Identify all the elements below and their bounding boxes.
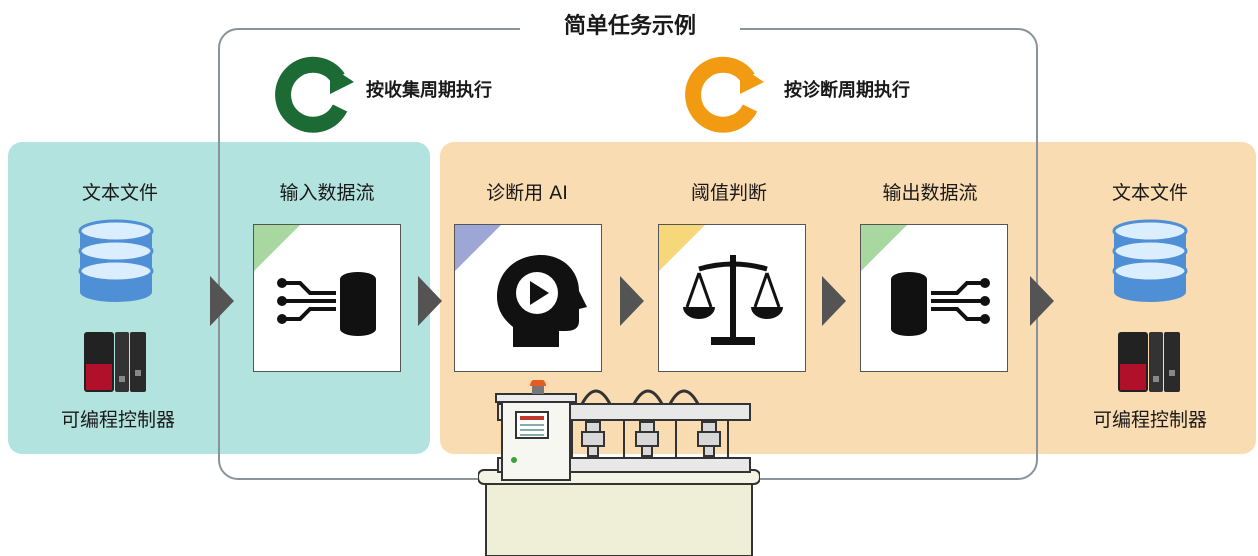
flow-arrow-5 <box>1030 276 1054 326</box>
input-database-icon <box>78 219 154 302</box>
diagnosis-ai-card <box>454 224 602 372</box>
output-text-file-label: 文本文件 <box>1111 182 1188 204</box>
flow-arrow-2 <box>418 276 442 326</box>
ai-head-icon <box>455 225 587 347</box>
step-label-diagnosis-ai: 诊断用 AI <box>486 182 568 204</box>
output-plc-label: 可编程控制器 <box>1092 409 1207 431</box>
threshold-card <box>658 224 806 372</box>
output-stream-card <box>860 224 1008 372</box>
input-text-file-label: 文本文件 <box>81 182 158 204</box>
flow-arrow-1 <box>210 276 234 326</box>
output-stream-icon <box>861 225 990 336</box>
diagnose-cycle-icon <box>685 56 764 133</box>
input-stream-card <box>253 224 401 372</box>
step-label-input-stream: 输入数据流 <box>279 182 375 204</box>
output-plc-icon <box>1118 332 1180 392</box>
flow-arrow-4 <box>822 276 846 326</box>
collect-cycle-icon <box>275 56 354 133</box>
diagram-title: 简单任务示例 <box>563 14 696 39</box>
flow-arrow-3 <box>620 276 644 326</box>
output-database-icon <box>1112 219 1188 302</box>
input-plc-label: 可编程控制器 <box>60 409 175 431</box>
machine-illustration <box>478 380 760 556</box>
step-label-output-stream: 输出数据流 <box>882 182 978 204</box>
title-container: 简单任务示例 <box>520 8 740 46</box>
step-label-threshold: 阈值判断 <box>690 182 767 204</box>
input-stream-icon <box>254 225 376 336</box>
collect-cycle-label: 按收集周期执行 <box>366 80 492 101</box>
scale-icon <box>659 225 783 345</box>
diagnose-cycle-label: 按诊断周期执行 <box>784 80 910 101</box>
input-plc-icon <box>84 332 146 392</box>
